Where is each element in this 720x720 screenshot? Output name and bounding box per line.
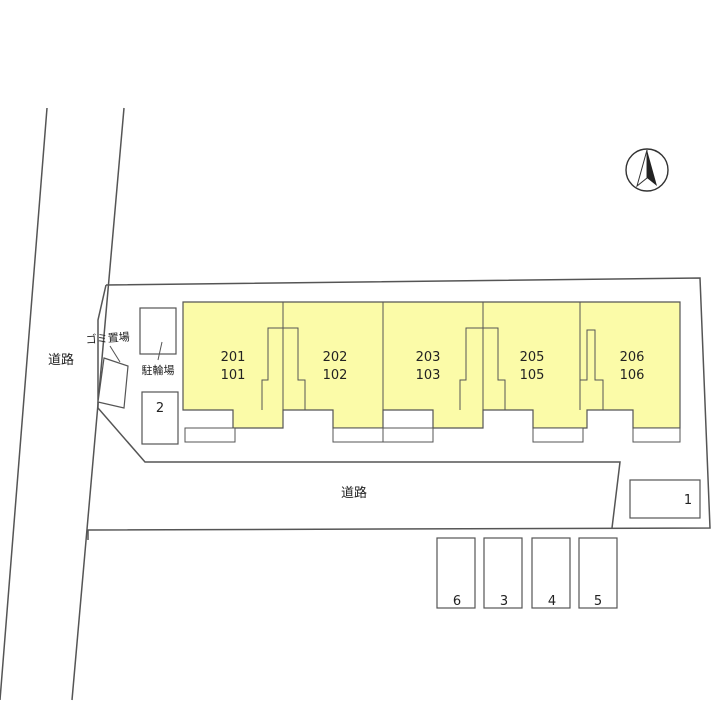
stair-recess	[579, 329, 604, 410]
bicycle-parking-leader	[157, 341, 163, 361]
parking-space-4	[531, 537, 571, 609]
site-boundary	[87, 277, 711, 540]
unit-201: 201	[221, 350, 246, 365]
unit-203: 203	[416, 350, 441, 365]
parking-space-3-label: 3	[500, 594, 508, 609]
parking-space-2-label: 2	[156, 401, 164, 416]
left-road-label: 道路	[48, 352, 74, 368]
bicycle-parking-area	[139, 307, 177, 355]
left-road-edge-west	[0, 107, 48, 701]
parking-space-5-label: 5	[594, 594, 602, 609]
entrance-step	[382, 427, 434, 443]
unit-101: 101	[221, 368, 246, 383]
apartment-building	[182, 301, 681, 429]
parking-space-5	[578, 537, 618, 609]
parking-space-1	[629, 479, 701, 519]
stair-recess	[459, 327, 506, 410]
site-boundary-lower-left	[97, 284, 621, 529]
parking-space-6	[436, 537, 476, 609]
main-road-label: 道路	[341, 485, 367, 501]
unit-202: 202	[323, 350, 348, 365]
garbage-area-label: ゴミ置場	[85, 329, 130, 346]
garbage-area	[97, 357, 129, 409]
bicycle-parking-label: 駐輪場	[142, 363, 175, 377]
entrance-step	[184, 427, 236, 443]
garbage-area-leader	[109, 345, 121, 363]
parking-space-6-label: 6	[453, 594, 461, 609]
parking-space-2	[141, 391, 179, 445]
stair-recess	[261, 327, 306, 410]
parking-space-4-label: 4	[548, 594, 556, 609]
entrance-step	[532, 427, 584, 443]
entrance-step	[632, 427, 681, 443]
entrance-step	[332, 427, 384, 443]
parking-space-3	[483, 537, 523, 609]
north-arrow-icon	[625, 148, 669, 192]
unit-205: 205	[520, 350, 545, 365]
unit-105: 105	[520, 368, 545, 383]
unit-103: 103	[416, 368, 441, 383]
parking-space-1-label: 1	[684, 493, 692, 508]
unit-206: 206	[620, 350, 645, 365]
unit-106: 106	[620, 368, 645, 383]
unit-102: 102	[323, 368, 348, 383]
